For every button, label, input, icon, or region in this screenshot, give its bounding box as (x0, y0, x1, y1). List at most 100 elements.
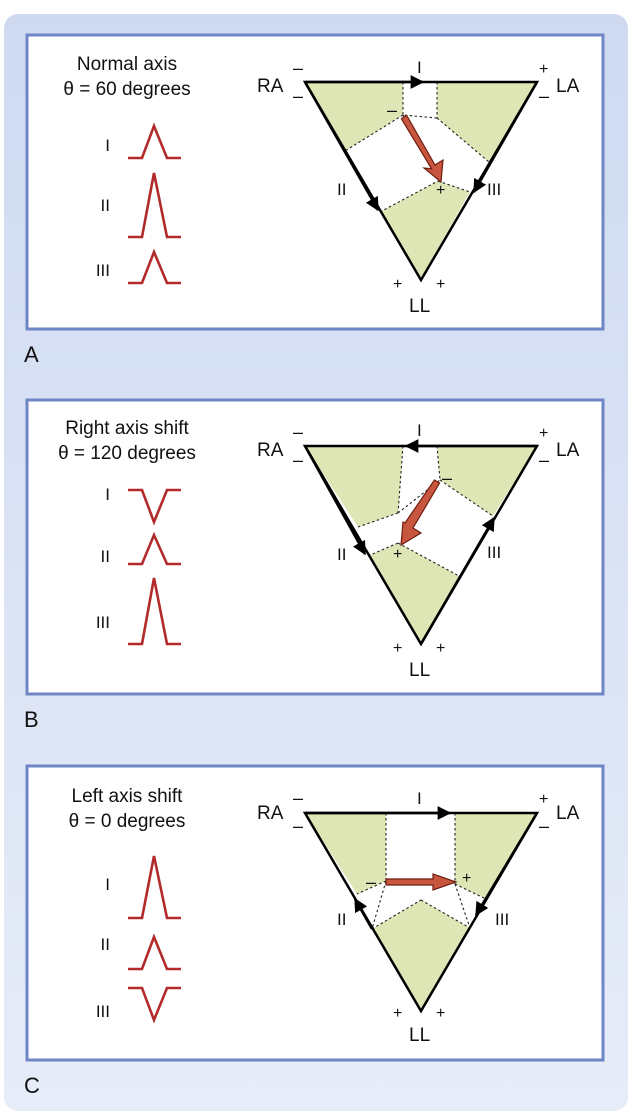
sign-minus: – (539, 450, 549, 470)
shaded-region (437, 446, 537, 516)
dashed-projection-line (397, 479, 441, 514)
panel-b: Right axis shift θ = 120 degrees I II II… (24, 398, 605, 732)
panel-a-letter: A (24, 342, 39, 367)
sign-minus: – (293, 58, 303, 78)
dashed-projection-line (454, 883, 487, 900)
waveform-lead-iii (128, 248, 181, 285)
label-ra: RA (257, 76, 284, 97)
panel-c-triangle (302, 806, 540, 1014)
waveform-lead-iii (128, 577, 181, 646)
panel-c-letter: C (24, 1073, 40, 1098)
waveform-label-ii: II (101, 196, 110, 215)
mean-axis-vector (400, 479, 441, 547)
sign-plus: + (539, 791, 548, 808)
mean-axis-vector (385, 873, 458, 891)
waveform-label-i: I (105, 136, 110, 155)
dashed-projection-line (420, 899, 471, 929)
label-ll: LL (409, 660, 430, 681)
label-lead-i: I (417, 789, 422, 808)
shaded-region (437, 82, 537, 162)
dashed-projection-line (436, 445, 441, 481)
panel-a-angle: θ = 60 degrees (63, 79, 190, 100)
waveform-label-i: I (105, 485, 110, 504)
shaded-region (305, 813, 386, 894)
panel-a: Normal axis θ = 60 degrees I II III (24, 33, 605, 367)
dashed-projection-line (356, 880, 387, 895)
lead-iii-arrow (472, 81, 539, 194)
panel-b-title: Right axis shift (65, 418, 189, 439)
sign-plus: + (393, 276, 402, 293)
sign-minus: – (293, 450, 303, 470)
label-lead-iii: III (487, 180, 501, 199)
dashed-projection-line (397, 542, 460, 577)
waveform-label-iii: III (96, 613, 110, 632)
sign-minus: – (293, 86, 303, 106)
waveform-lead-ii (128, 531, 181, 566)
sign-minus: – (387, 100, 397, 120)
label-la: LA (556, 76, 580, 97)
sign-minus: – (539, 816, 549, 836)
sign-minus: – (293, 788, 303, 808)
label-la: LA (556, 803, 580, 824)
panel-c-title: Left axis shift (72, 786, 184, 807)
label-la: LA (556, 440, 580, 461)
panel-c-angle: θ = 0 degrees (69, 811, 186, 832)
dashed-projection-line (371, 880, 387, 930)
waveform-lead-ii (128, 933, 181, 971)
waveform-label-ii: II (101, 935, 110, 954)
panel-a-title: Normal axis (77, 54, 177, 75)
shaded-region (380, 181, 470, 280)
panel-c-waveforms: I II III (96, 855, 181, 1024)
lead-iii-arrow (419, 516, 496, 645)
shaded-region (372, 900, 470, 1011)
sign-plus: + (436, 182, 445, 199)
dashed-projection-line (437, 180, 471, 193)
sign-plus: + (539, 61, 548, 78)
dashed-projection-line (402, 114, 438, 119)
label-lead-i: I (417, 58, 422, 77)
waveform-lead-ii (128, 172, 181, 239)
waveform-lead-i (128, 855, 181, 920)
lead-ii-arrow (303, 81, 380, 212)
label-lead-iii: III (487, 543, 501, 562)
label-ra: RA (257, 440, 284, 461)
panel-c: Left axis shift θ = 0 degrees I II III (24, 764, 605, 1098)
dashed-projection-line (397, 445, 404, 514)
sign-plus: + (436, 640, 445, 657)
waveform-label-i: I (105, 875, 110, 894)
label-ra: RA (257, 803, 284, 824)
waveform-lead-i (128, 122, 181, 160)
sign-plus: + (436, 1005, 445, 1022)
sign-plus: + (393, 1005, 402, 1022)
dashed-projection-line (357, 512, 399, 528)
label-lead-iii: III (495, 910, 509, 929)
waveform-label-iii: III (96, 261, 110, 280)
panel-b-letter: B (24, 707, 39, 732)
lead-ii-arrow (303, 445, 367, 556)
sign-minus: – (293, 816, 303, 836)
label-ll: LL (409, 296, 430, 317)
panel-b-waveforms: I II III (96, 485, 181, 646)
shaded-region (368, 543, 459, 644)
panel-b-triangle (302, 439, 540, 647)
sign-minus: – (539, 86, 549, 106)
dashed-projection-line (436, 117, 490, 163)
sign-minus: – (442, 468, 452, 488)
panel-a-triangle (302, 75, 540, 283)
waveform-lead-i (128, 488, 181, 526)
lead-ii-arrow (353, 897, 374, 930)
label-ll: LL (409, 1025, 430, 1046)
dashed-projection-line (367, 542, 399, 557)
dashed-projection-line (379, 180, 439, 213)
waveform-label-iii: III (96, 1002, 110, 1021)
label-lead-ii: II (337, 910, 346, 929)
label-lead-i: I (417, 421, 422, 440)
sign-plus: + (436, 276, 445, 293)
mean-axis-vector (400, 114, 444, 184)
waveform-lead-iii (128, 986, 181, 1024)
sign-minus: – (366, 872, 376, 892)
waveform-label-ii: II (101, 547, 110, 566)
label-lead-ii: II (337, 180, 346, 199)
sign-plus: + (393, 640, 402, 657)
